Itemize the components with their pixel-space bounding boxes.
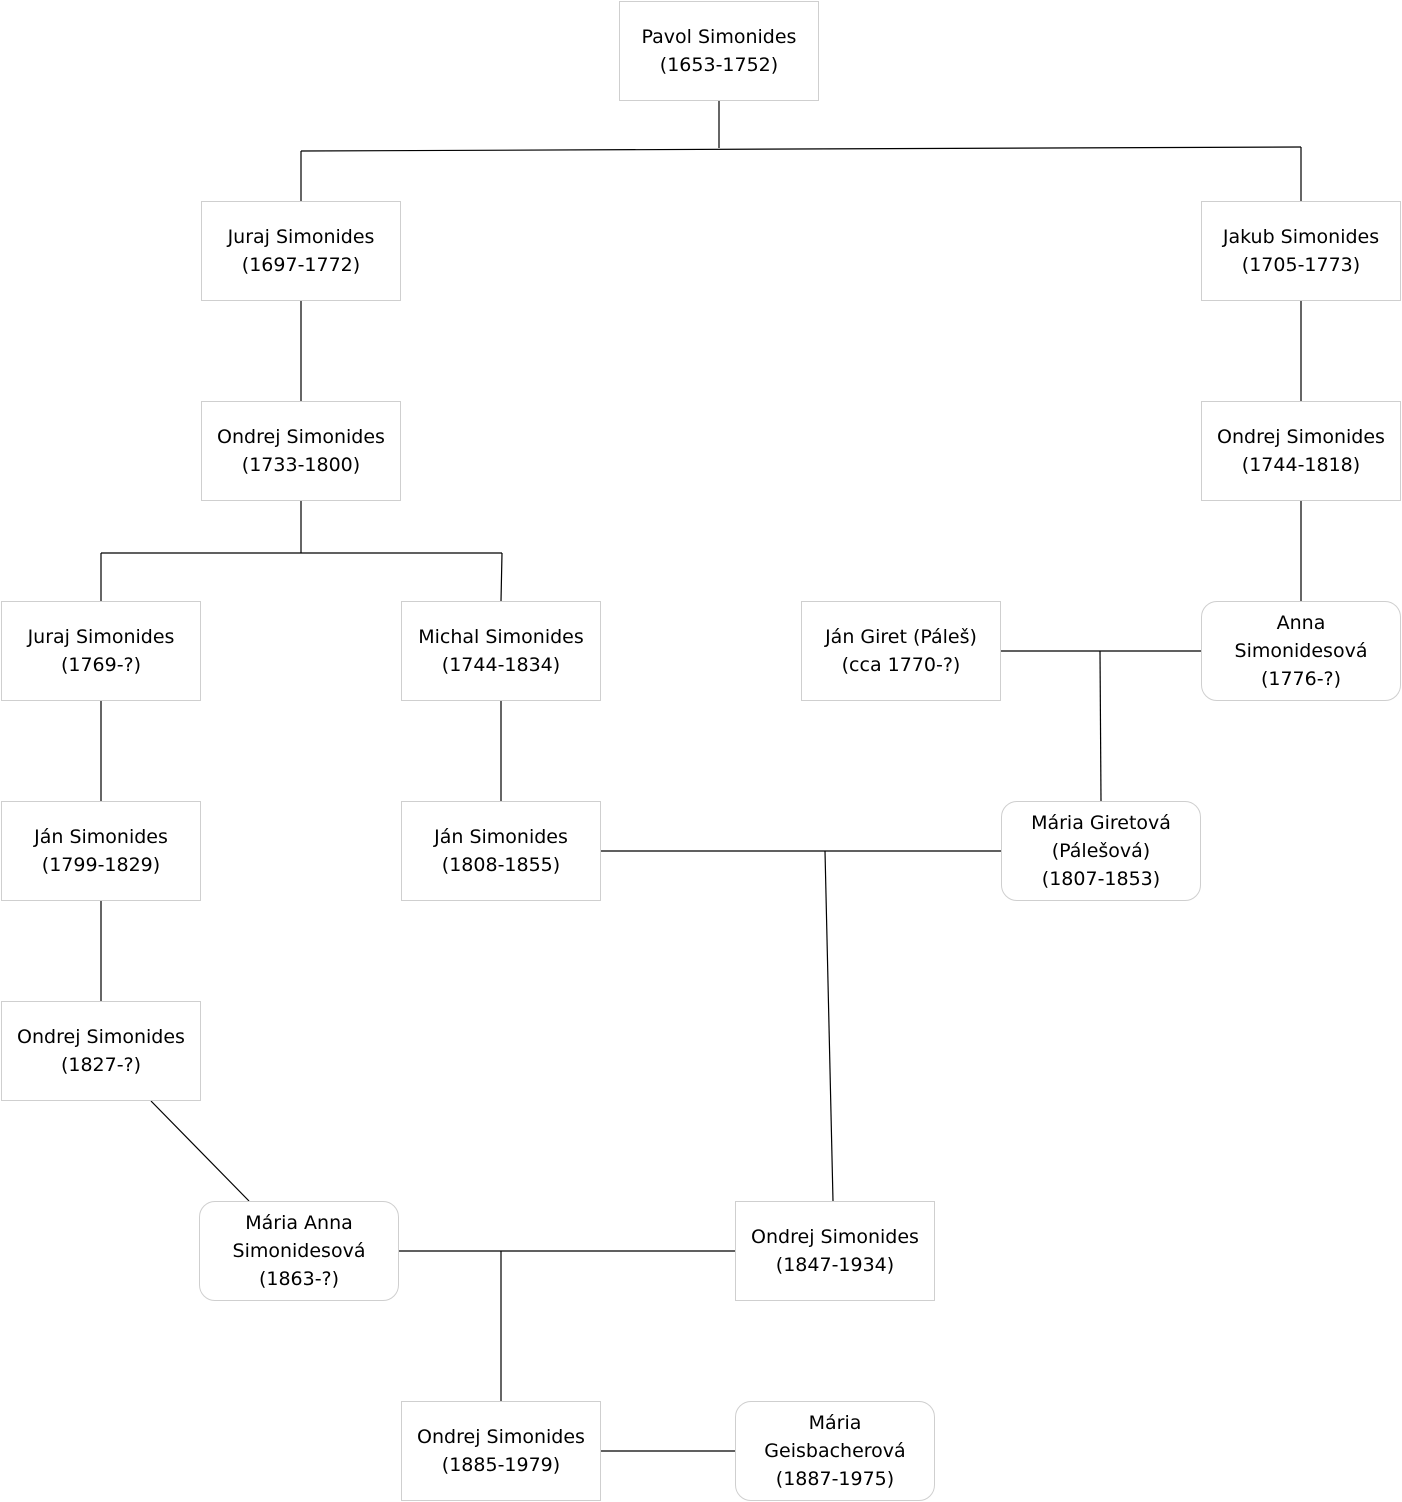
- connector: [1099, 650, 1102, 802]
- person-dates: (1744-1834): [441, 654, 561, 676]
- person-name: Mária: [808, 1412, 862, 1434]
- person-dates: (1808-1855): [441, 854, 561, 876]
- person-name: Ján Simonides: [34, 826, 168, 848]
- person-node-jan1799: Ján Simonides (1799-1829): [1, 801, 201, 901]
- person-node-ondrej1733: Ondrej Simonides (1733-1800): [201, 401, 401, 501]
- person-dates: (1799-1829): [41, 854, 161, 876]
- person-dates: (1863-?): [258, 1268, 340, 1290]
- person-name: Ondrej Simonides: [217, 426, 385, 448]
- person-dates: (1733-1800): [241, 454, 361, 476]
- person-dates: (1827-?): [60, 1054, 142, 1076]
- person-dates: (1887-1975): [775, 1468, 895, 1490]
- person-dates: (1705-1773): [1241, 254, 1361, 276]
- person-name: Juraj Simonides: [27, 626, 175, 648]
- person-dates: (cca 1770-?): [841, 654, 961, 676]
- connector: [500, 552, 503, 602]
- person-name: Ján Simonides: [434, 826, 568, 848]
- person-name: Ondrej Simonides: [1217, 426, 1385, 448]
- person-name: Simonidesová: [1234, 640, 1368, 662]
- connector: [300, 146, 1302, 152]
- person-node-ondrej1885: Ondrej Simonides (1885-1979): [401, 1401, 601, 1501]
- person-node-ondrej1827: Ondrej Simonides (1827-?): [1, 1001, 201, 1101]
- person-name: Anna: [1276, 612, 1326, 634]
- person-name: Jakub Simonides: [1222, 226, 1380, 248]
- person-name: Ján Giret (Páleš): [825, 626, 977, 648]
- person-node-maria-giretova: Mária Giretová (Pálešová) (1807-1853): [1001, 801, 1201, 901]
- person-dates: (1776-?): [1260, 668, 1342, 690]
- person-node-jan1808: Ján Simonides (1808-1855): [401, 801, 601, 901]
- person-dates: (1653-1752): [659, 54, 779, 76]
- person-dates: (1885-1979): [441, 1454, 561, 1476]
- person-name: Simonidesová: [232, 1240, 366, 1262]
- person-name: Juraj Simonides: [227, 226, 375, 248]
- person-name: Pavol Simonides: [641, 26, 797, 48]
- person-name: Mária Giretová: [1031, 812, 1171, 834]
- person-node-pavol: Pavol Simonides (1653-1752): [619, 1, 819, 101]
- person-dates: (1769-?): [60, 654, 142, 676]
- person-node-juraj1697: Juraj Simonides (1697-1772): [201, 201, 401, 301]
- connector: [150, 1100, 250, 1202]
- person-node-jakub: Jakub Simonides (1705-1773): [1201, 201, 1401, 301]
- person-node-michal: Michal Simonides (1744-1834): [401, 601, 601, 701]
- person-dates: (1744-1818): [1241, 454, 1361, 476]
- person-name: Ondrej Simonides: [751, 1226, 919, 1248]
- person-dates: (1807-1853): [1041, 868, 1161, 890]
- person-name: Mária Anna: [245, 1212, 353, 1234]
- person-dates: (1697-1772): [241, 254, 361, 276]
- person-node-ondrej1744: Ondrej Simonides (1744-1818): [1201, 401, 1401, 501]
- person-node-ondrej1847: Ondrej Simonides (1847-1934): [735, 1201, 935, 1301]
- person-name: (Pálešová): [1051, 840, 1151, 862]
- person-name: Geisbacherová: [764, 1440, 906, 1462]
- connector: [824, 850, 834, 1202]
- person-name: Ondrej Simonides: [417, 1426, 585, 1448]
- person-name: Michal Simonides: [418, 626, 584, 648]
- person-node-giret: Ján Giret (Páleš) (cca 1770-?): [801, 601, 1001, 701]
- person-name: Ondrej Simonides: [17, 1026, 185, 1048]
- person-node-juraj1769: Juraj Simonides (1769-?): [1, 601, 201, 701]
- person-dates: (1847-1934): [775, 1254, 895, 1276]
